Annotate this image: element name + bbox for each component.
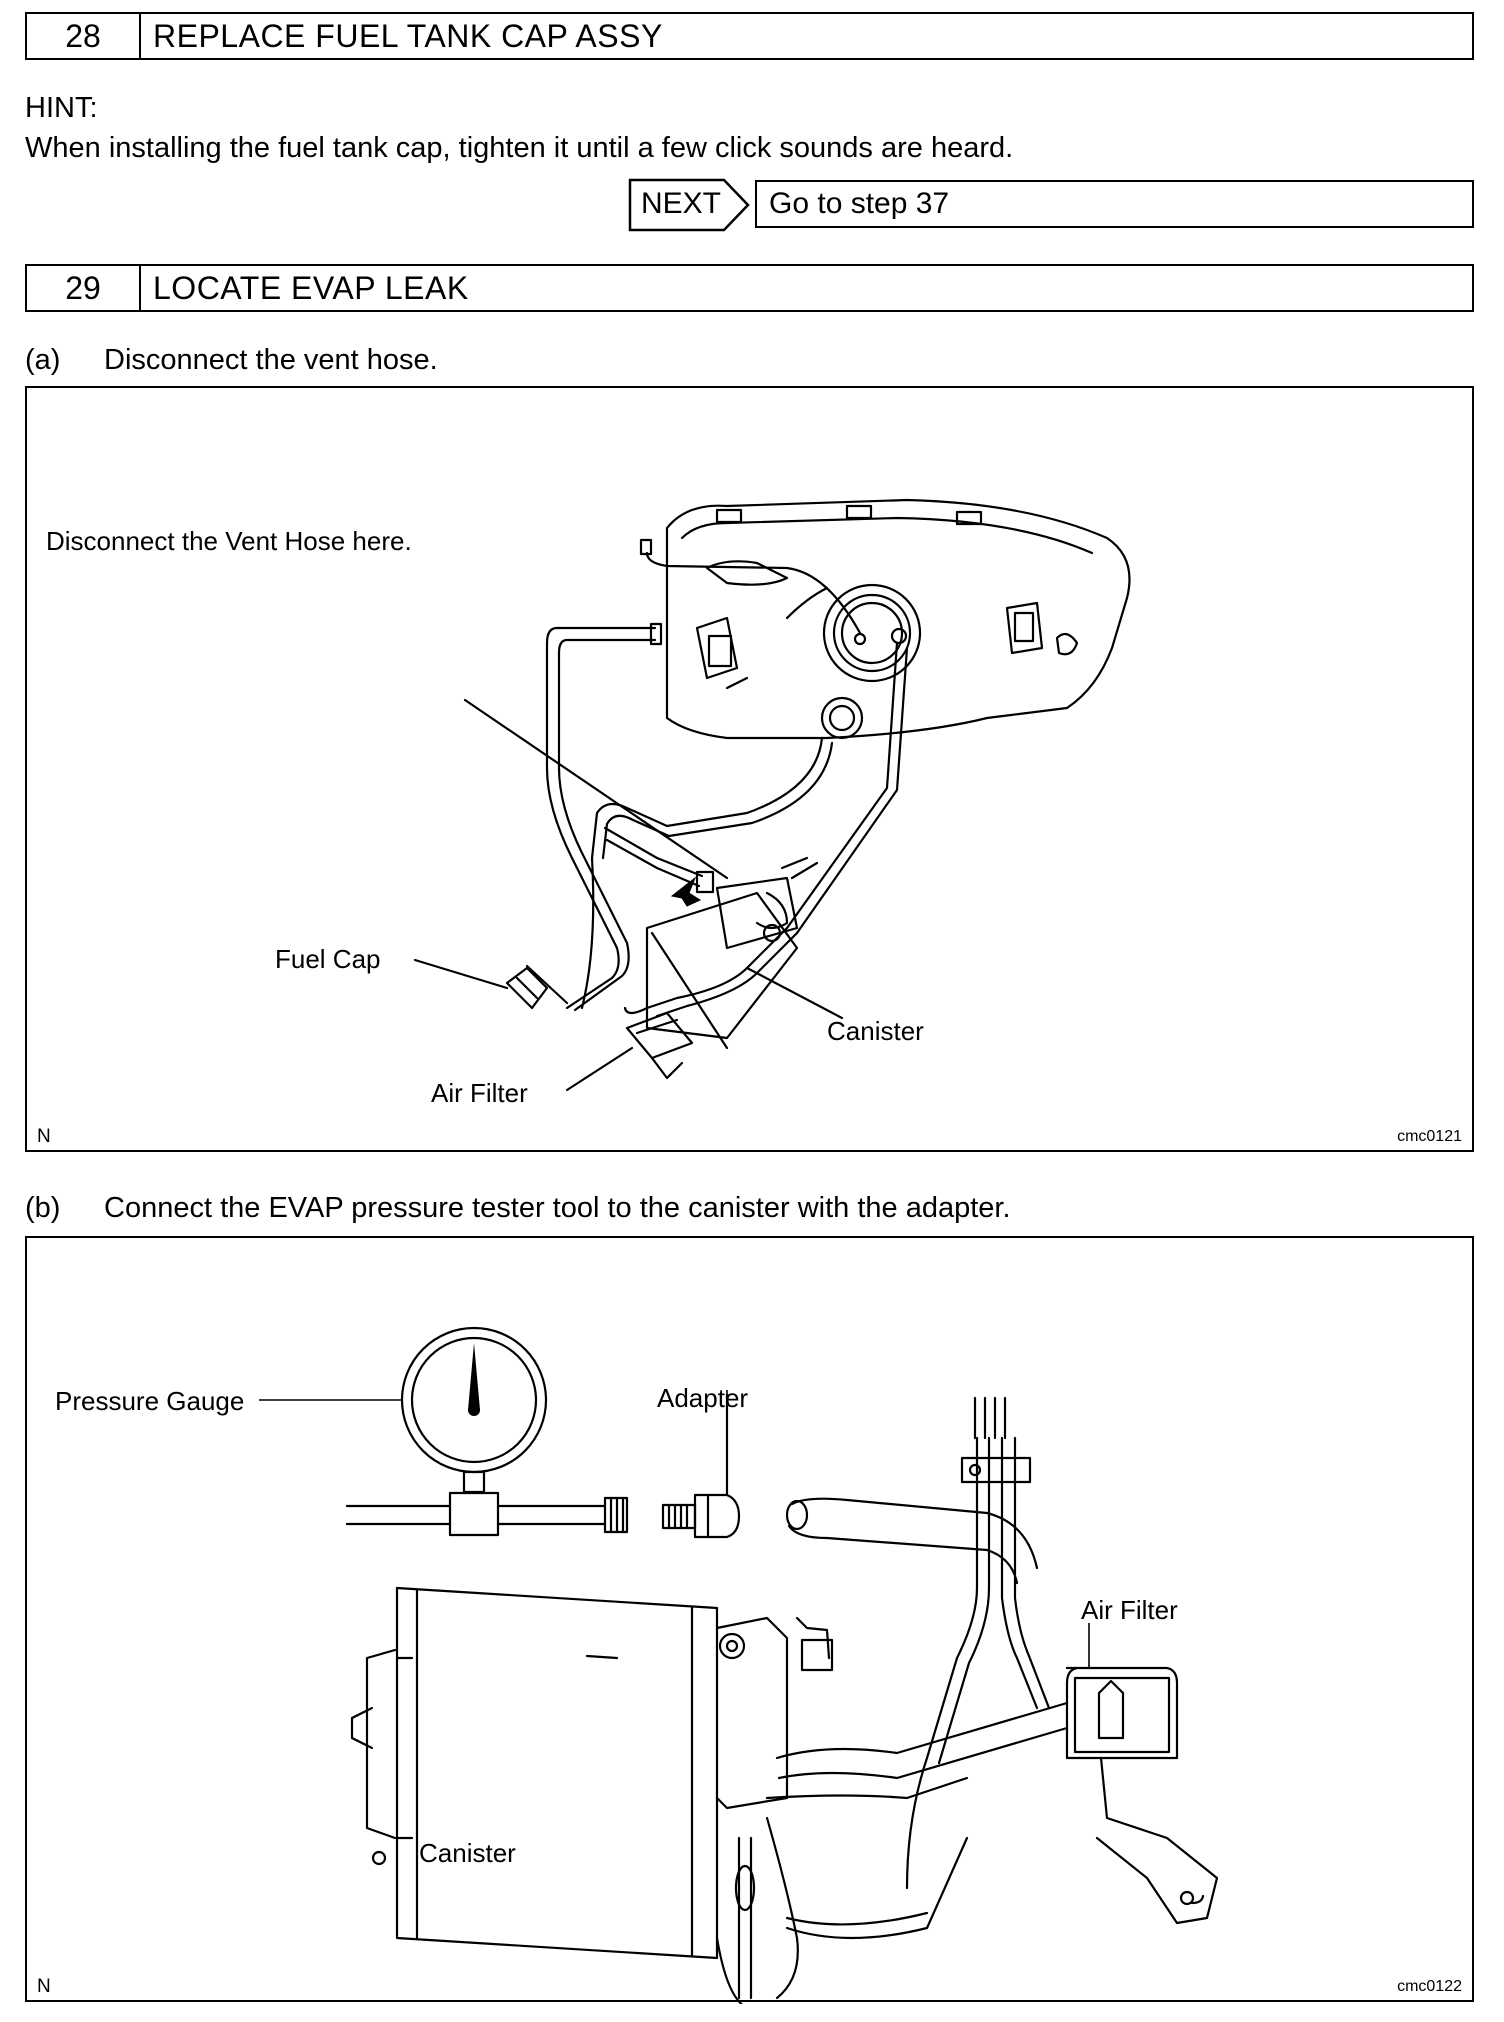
evap-tester-diagram bbox=[259, 1326, 1219, 2004]
corner-mark: N bbox=[37, 1126, 51, 1147]
sub-step-b-text: Connect the EVAP pressure tester tool to… bbox=[104, 1192, 1011, 1224]
fuel-tank-diagram bbox=[413, 498, 1131, 1092]
figure-code: cmc0122 bbox=[1397, 1978, 1462, 1995]
figure-fuel-tank: Disconnect the Vent Hose here. Fuel Cap … bbox=[25, 386, 1474, 1152]
next-arrow-icon bbox=[628, 178, 750, 232]
step-number: 28 bbox=[27, 14, 141, 58]
step-28-header: 28 REPLACE FUEL TANK CAP ASSY bbox=[25, 12, 1474, 60]
sub-step-a-text: Disconnect the vent hose. bbox=[104, 344, 438, 376]
step-title: REPLACE FUEL TANK CAP ASSY bbox=[153, 17, 663, 54]
next-target[interactable]: Go to step 37 bbox=[755, 180, 1474, 228]
arrow-icon bbox=[670, 876, 702, 907]
label-air-filter: Air Filter bbox=[431, 1078, 528, 1108]
air-filter-shape bbox=[625, 1011, 694, 1060]
figure-evap-tester: Pressure Gauge Adapter Air Filter Canist… bbox=[25, 1236, 1474, 2004]
label-canister: Canister bbox=[419, 1838, 516, 1868]
figure-code: cmc0121 bbox=[1397, 1128, 1462, 1145]
canister-body bbox=[395, 1586, 719, 1960]
sub-step-b-marker: (b) bbox=[25, 1192, 61, 1224]
sub-step-a-marker: (a) bbox=[25, 344, 61, 376]
corner-mark: N bbox=[37, 1976, 51, 1997]
hint-label: HINT: bbox=[25, 92, 98, 124]
step-29-header: 29 LOCATE EVAP LEAK bbox=[25, 264, 1474, 312]
step-number: 29 bbox=[27, 266, 141, 310]
label-canister: Canister bbox=[827, 1016, 924, 1046]
label-pressure-gauge: Pressure Gauge bbox=[55, 1386, 245, 1416]
next-label: NEXT bbox=[641, 187, 722, 220]
step-title: LOCATE EVAP LEAK bbox=[153, 269, 469, 306]
gauge-needle-icon bbox=[468, 1343, 480, 1410]
air-filter-box bbox=[1065, 1666, 1179, 1760]
hint-text: When installing the fuel tank cap, tight… bbox=[25, 132, 1014, 164]
canister-body bbox=[645, 891, 799, 1040]
label-air-filter: Air Filter bbox=[1081, 1595, 1178, 1625]
fuel-tank-outline bbox=[665, 498, 1131, 740]
label-disconnect-vent-hose: Disconnect the Vent Hose here. bbox=[46, 526, 412, 556]
label-fuel-cap: Fuel Cap bbox=[275, 944, 381, 974]
label-adapter: Adapter bbox=[657, 1383, 749, 1413]
